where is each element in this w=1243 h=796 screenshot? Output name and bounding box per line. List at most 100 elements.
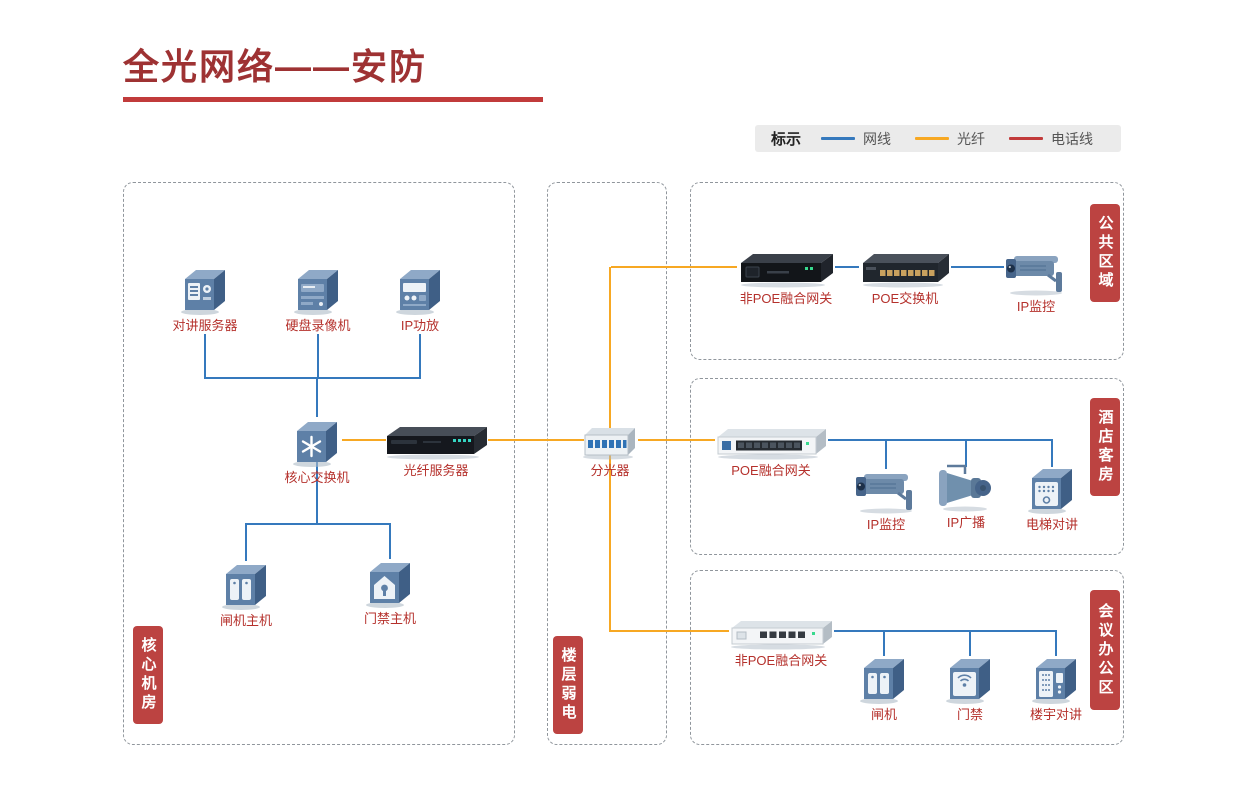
- device-ip-amplifier: IP功放: [345, 263, 495, 333]
- building-intercom-icon: [1028, 652, 1084, 704]
- legend-item-label: 网线: [863, 130, 892, 147]
- device-label: IP监控: [866, 517, 906, 532]
- net-cable-segment: [1055, 630, 1057, 656]
- gate-icon: [856, 652, 912, 704]
- net-cable-segment: [883, 630, 885, 656]
- fiber-cable-segment: [611, 266, 737, 268]
- device-gate: 闸机: [809, 652, 959, 722]
- zone-badge-floor-weak: 楼层弱电: [553, 636, 583, 734]
- zone-badge-hotel-rooms: 酒店客房: [1090, 398, 1120, 496]
- device-hotel-poe-gateway: POE融合网关: [696, 426, 846, 478]
- zone-hotel-rooms: [690, 378, 1124, 555]
- net-cable-segment: [204, 377, 421, 379]
- device-label: IP广播: [946, 515, 986, 530]
- device-gate-host: 闸机主机: [171, 558, 321, 628]
- device-label: 门禁主机: [363, 611, 416, 626]
- zone-badge-public-area: 公共区域: [1090, 204, 1120, 302]
- device-fiber-server: 光纤服务器: [361, 424, 511, 478]
- zone-core-room: [123, 182, 515, 745]
- device-label: 硬盘录像机: [285, 318, 351, 333]
- non-poe-gateway-icon: [737, 250, 835, 288]
- net-cable-segment: [245, 523, 391, 525]
- dvr-icon: [290, 263, 346, 315]
- device-public-ip-camera: IP监控: [961, 248, 1111, 314]
- device-splitter: 分光器: [535, 424, 685, 478]
- elevator-intercom-icon: [1024, 462, 1080, 514]
- net-cable-segment: [885, 439, 887, 469]
- ip-camera-icon: [854, 466, 918, 514]
- intercom-server-icon: [177, 263, 233, 315]
- device-label: 光纤服务器: [403, 463, 469, 478]
- net-line-swatch: [821, 137, 856, 140]
- device-office-non-poe-gateway: 非POE融合网关: [706, 618, 856, 668]
- zone-badge-meeting-office: 会议办公区: [1090, 590, 1120, 710]
- net-cable-segment: [834, 630, 1057, 632]
- legend-title: 标示: [771, 131, 802, 148]
- ip-camera-icon: [1004, 248, 1068, 296]
- net-cable-segment: [1051, 439, 1053, 467]
- optical-splitter-icon: [581, 424, 639, 460]
- title-underline: [123, 97, 543, 102]
- fiber-cable-segment: [611, 630, 729, 632]
- device-access-host: 门禁主机: [315, 556, 465, 626]
- access-control-icon: [942, 652, 998, 704]
- net-cable-segment: [389, 525, 391, 559]
- net-cable-segment: [245, 525, 247, 561]
- horn-speaker-icon: [937, 462, 995, 512]
- net-cable-segment: [951, 266, 1004, 268]
- net-cable-segment: [969, 630, 971, 656]
- device-access-control: 门禁: [895, 652, 1045, 722]
- device-label: 非POE融合网关: [734, 653, 828, 668]
- legend-item-phone: 电话线: [1009, 129, 1093, 149]
- net-cable-segment: [835, 266, 859, 268]
- device-label: IP监控: [1016, 299, 1056, 314]
- fiber-cable-segment: [488, 439, 584, 441]
- zone-floor-weak: [547, 182, 667, 745]
- poe-switch-icon: [859, 250, 951, 288]
- legend-item-net: 网线: [821, 129, 891, 149]
- device-ip-speaker: IP广播: [891, 462, 1041, 530]
- page-title: 全光网络——安防: [123, 46, 428, 87]
- legend-item-label: 光纤: [957, 130, 986, 147]
- poe-gateway-icon: [714, 426, 828, 460]
- fiber-server-icon: [383, 424, 489, 460]
- fiber-cable-segment: [638, 439, 715, 441]
- device-label: POE融合网关: [731, 463, 811, 478]
- legend-item-label: 电话线: [1051, 130, 1094, 147]
- device-label: 闸机主机: [219, 613, 272, 628]
- fiber-line-swatch: [915, 137, 950, 140]
- device-label: POE交换机: [871, 291, 939, 306]
- device-label: 对讲服务器: [172, 318, 238, 333]
- zone-public-area: [690, 182, 1124, 360]
- ip-amplifier-icon: [392, 263, 448, 315]
- device-core-switch: 核心交换机: [242, 415, 392, 485]
- device-label: 分光器: [590, 463, 630, 478]
- device-label: 核心交换机: [284, 470, 350, 485]
- device-label: 非POE融合网关: [739, 291, 833, 306]
- phone-line-swatch: [1009, 137, 1044, 140]
- access-host-icon: [362, 556, 418, 608]
- device-label: 楼宇对讲: [1029, 707, 1082, 722]
- zone-meeting-office: [690, 570, 1124, 745]
- device-intercom-server: 对讲服务器: [130, 263, 280, 333]
- net-cable-segment: [316, 379, 318, 417]
- device-elevator-intercom: 电梯对讲: [977, 462, 1127, 532]
- device-label: 门禁: [956, 707, 983, 722]
- legend: 标示 网线 光纤 电话线: [755, 125, 1121, 152]
- non-poe-gateway-icon: [728, 618, 834, 650]
- device-label: 电梯对讲: [1025, 517, 1078, 532]
- net-cable-segment: [965, 439, 967, 467]
- net-cable-segment: [317, 334, 319, 378]
- net-cable-segment: [828, 439, 1053, 441]
- device-building-intercom: 楼宇对讲: [981, 652, 1131, 722]
- gate-host-icon: [218, 558, 274, 610]
- core-switch-icon: [289, 415, 345, 467]
- device-label: 闸机: [870, 707, 897, 722]
- net-cable-segment: [316, 460, 318, 524]
- device-poe-switch: POE交换机: [830, 250, 980, 306]
- legend-item-fiber: 光纤: [915, 129, 985, 149]
- net-cable-segment: [204, 334, 206, 378]
- fiber-cable-segment: [342, 439, 386, 441]
- net-cable-segment: [419, 334, 421, 378]
- device-dvr: 硬盘录像机: [243, 263, 393, 333]
